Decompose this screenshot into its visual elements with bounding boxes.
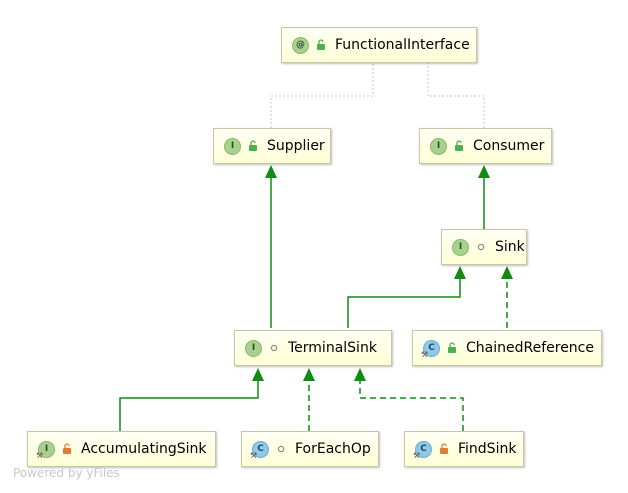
node-label: AccumulatingSink: [81, 441, 207, 457]
interface-icon: I: [245, 339, 262, 357]
abstract-marker-icon: ⚒: [250, 450, 258, 460]
abstract-marker-icon: ⚒: [36, 450, 44, 460]
private-lock-icon: [61, 443, 73, 455]
public-lock-icon: [247, 140, 259, 152]
node-chained-reference[interactable]: C ⚒ ChainedReference: [412, 330, 602, 366]
package-visibility-icon: [268, 342, 280, 354]
arrowhead-supplier: [265, 165, 277, 178]
node-find-sink[interactable]: C ⚒ FindSink: [404, 431, 524, 467]
node-sink[interactable]: I Sink: [441, 229, 527, 265]
node-label: TerminalSink: [288, 340, 377, 356]
abstract-class-icon: C ⚒: [421, 339, 440, 359]
public-lock-icon: [315, 39, 327, 51]
abstract-class-icon: C ⚒: [413, 440, 432, 460]
node-consumer[interactable]: I Consumer: [419, 128, 552, 164]
package-visibility-icon: [475, 241, 487, 253]
abstract-marker-icon: ⚒: [413, 450, 421, 460]
arrowhead-terminalsink-right: [354, 368, 366, 381]
edge-supplier-functionalinterface: [270, 62, 374, 128]
edge-consumer-functionalinterface: [427, 62, 485, 128]
abstract-marker-icon: ⚒: [421, 349, 429, 359]
arrowhead-sink-left: [454, 266, 466, 279]
interface-icon: I: [430, 137, 447, 155]
interface-icon: I ⚒: [36, 440, 55, 460]
node-terminal-sink[interactable]: I TerminalSink: [234, 330, 392, 366]
interface-icon: I: [224, 137, 241, 155]
arrowhead-terminalsink-middle: [303, 368, 315, 381]
arrowhead-terminalsink-left: [252, 368, 264, 381]
annotation-icon: @: [292, 36, 309, 54]
node-label: Supplier: [267, 138, 325, 154]
edge-terminalsink-sink: [347, 279, 461, 328]
edge-accumulatingsink-terminalsink: [119, 381, 259, 431]
node-label: Consumer: [473, 138, 545, 154]
arrowhead-sink-right: [501, 266, 513, 279]
node-label: ChainedReference: [466, 340, 594, 356]
public-lock-icon: [453, 140, 465, 152]
node-label: FindSink: [458, 441, 517, 457]
public-lock-icon: [446, 342, 458, 354]
node-label: Sink: [495, 239, 525, 255]
node-accumulating-sink[interactable]: I ⚒ AccumulatingSink: [27, 431, 216, 467]
interface-icon: I: [452, 238, 469, 256]
abstract-class-icon: C ⚒: [250, 440, 269, 460]
watermark: Powered by yFiles: [13, 466, 120, 480]
edge-findsink-terminalsink: [359, 381, 464, 431]
node-label: FunctionalInterface: [335, 37, 470, 53]
node-for-each-op[interactable]: C ⚒ ForEachOp: [241, 431, 379, 467]
node-functional-interface[interactable]: @ FunctionalInterface: [281, 27, 477, 63]
node-supplier[interactable]: I Supplier: [213, 128, 331, 164]
node-label: ForEachOp: [295, 441, 371, 457]
arrowhead-consumer: [478, 165, 490, 178]
package-visibility-icon: [275, 443, 287, 455]
private-lock-icon: [438, 443, 450, 455]
